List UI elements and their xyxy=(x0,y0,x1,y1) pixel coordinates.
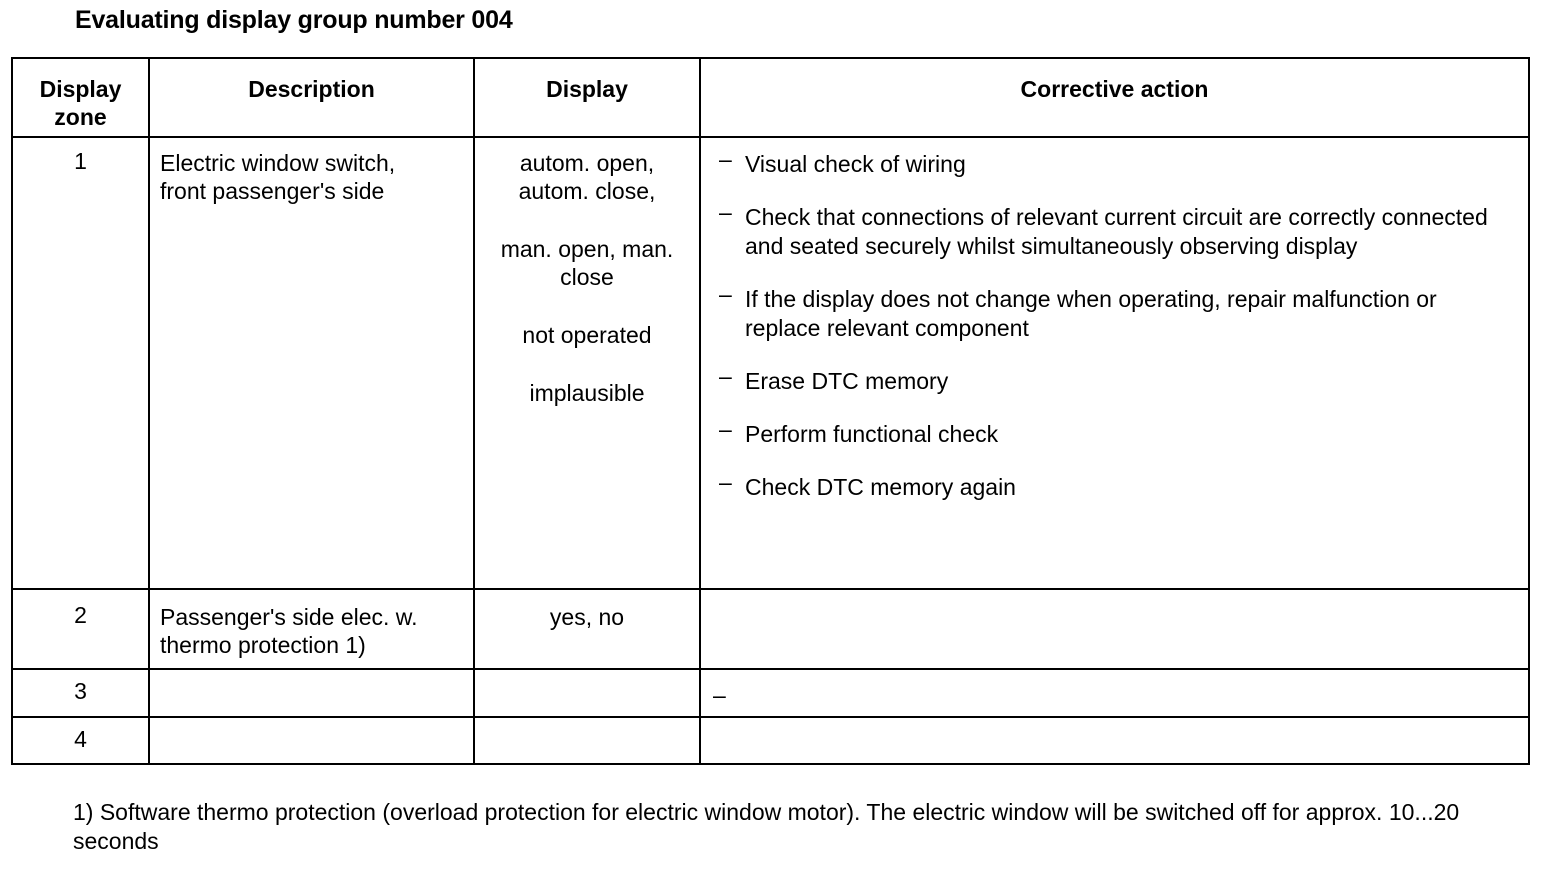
display-spacer-2 xyxy=(479,291,695,321)
display-text xyxy=(475,718,699,729)
cell-display xyxy=(473,668,701,718)
table-row: 2 Passenger's side elec. w. thermo prote… xyxy=(11,588,1530,670)
list-item: – Perform functional check xyxy=(711,416,1518,449)
display-zone-value: 3 xyxy=(74,678,87,704)
display-zone-value: 4 xyxy=(74,726,87,752)
corrective-action-text: Erase DTC memory xyxy=(745,367,949,394)
cell-display xyxy=(473,716,701,765)
display-option-man-close: close xyxy=(560,264,614,291)
table-row: 3 – xyxy=(11,668,1530,718)
list-item: – Erase DTC memory xyxy=(711,363,1518,396)
column-header-corrective-action-label: Corrective action xyxy=(1020,76,1209,102)
corrective-action-list: – Visual check of wiring – Check that co… xyxy=(711,146,1518,502)
column-header-display-zone-line1: Display xyxy=(39,76,122,102)
corrective-action-text: Check DTC memory again xyxy=(745,473,1016,500)
dash-bullet-icon: – xyxy=(719,415,732,442)
corrective-action-text: Check that connections of relevant curre… xyxy=(745,203,1488,259)
cell-display: autom. open, autom. close, man. open, ma… xyxy=(473,136,701,590)
corrective-action-text xyxy=(701,590,1528,602)
display-option-group-4: implausible xyxy=(479,379,695,407)
display-text xyxy=(475,670,699,681)
cell-display-zone: 4 xyxy=(11,716,150,765)
column-header-display: Display xyxy=(473,57,701,138)
cell-corrective-action xyxy=(699,588,1530,670)
dash-bullet-icon: – xyxy=(719,280,732,307)
cell-display-zone: 1 xyxy=(11,136,150,590)
display-option-autom-close: autom. close, xyxy=(518,178,656,205)
display-option-man-open: man. open, man. xyxy=(500,236,674,263)
cell-description xyxy=(148,668,475,718)
table-header-row: Display zone Description Display Correct… xyxy=(11,57,1530,138)
cell-display-zone: 3 xyxy=(11,668,150,718)
display-option-not-operated: not operated xyxy=(522,322,652,349)
column-header-description: Description xyxy=(148,57,475,138)
description-line-1: Electric window switch, xyxy=(160,150,396,176)
table-row: 4 xyxy=(11,716,1530,765)
display-option-group-3: not operated xyxy=(479,321,695,349)
display-zone-value: 1 xyxy=(74,148,87,174)
list-item: – Check that connections of relevant cur… xyxy=(711,199,1518,261)
description-line-2: front passenger's side xyxy=(160,178,385,205)
cell-description: Electric window switch, front passenger'… xyxy=(148,136,475,590)
page-title: Evaluating display group number 004 xyxy=(75,6,513,34)
dash-bullet-icon: – xyxy=(713,682,726,708)
column-header-display-zone: Display zone xyxy=(11,57,150,138)
display-option-group-2: man. open, man. close xyxy=(479,235,695,291)
dash-bullet-icon: – xyxy=(719,146,732,172)
cell-corrective-action xyxy=(699,716,1530,765)
display-group-table: Display zone Description Display Correct… xyxy=(11,57,1530,765)
display-zone-value: 2 xyxy=(74,602,87,628)
corrective-action-text: Visual check of wiring xyxy=(745,151,966,177)
table-row: 1 Electric window switch, front passenge… xyxy=(11,136,1530,590)
display-option-yes-no: yes, no xyxy=(549,604,625,630)
cell-display: yes, no xyxy=(473,588,701,670)
description-text xyxy=(150,718,473,729)
display-spacer-3 xyxy=(479,349,695,379)
column-header-description-label: Description xyxy=(248,76,375,102)
description-text xyxy=(150,670,473,681)
cell-corrective-action: – xyxy=(699,668,1530,718)
footnote-text: 1) Software thermo protection (overload … xyxy=(73,799,1460,855)
column-header-display-label: Display xyxy=(546,76,628,102)
display-option-implausible: implausible xyxy=(529,380,645,407)
display-option-group-1: autom. open, autom. close, xyxy=(479,149,695,205)
dash-bullet-icon: – xyxy=(719,468,732,495)
list-item: – Visual check of wiring xyxy=(711,146,1518,179)
cell-description: Passenger's side elec. w. thermo protect… xyxy=(148,588,475,670)
dash-bullet-icon: – xyxy=(719,198,732,225)
display-option-autom-open: autom. open, xyxy=(519,150,655,176)
column-header-corrective-action: Corrective action xyxy=(699,57,1530,138)
display-spacer-1 xyxy=(479,205,695,235)
corrective-action-text: If the display does not change when oper… xyxy=(745,285,1437,341)
cell-corrective-action: – Visual check of wiring – Check that co… xyxy=(699,136,1530,590)
list-item: – Check DTC memory again xyxy=(711,469,1518,502)
corrective-action-text: Perform functional check xyxy=(745,420,999,447)
description-line-2: thermo protection 1) xyxy=(160,632,366,659)
list-item: – If the display does not change when op… xyxy=(711,281,1518,343)
corrective-action-text xyxy=(701,718,1528,730)
cell-display-zone: 2 xyxy=(11,588,150,670)
description-line-1: Passenger's side elec. w. xyxy=(160,604,418,630)
cell-description xyxy=(148,716,475,765)
column-header-display-zone-line2: zone xyxy=(54,104,107,131)
dash-bullet-icon: – xyxy=(719,362,732,389)
